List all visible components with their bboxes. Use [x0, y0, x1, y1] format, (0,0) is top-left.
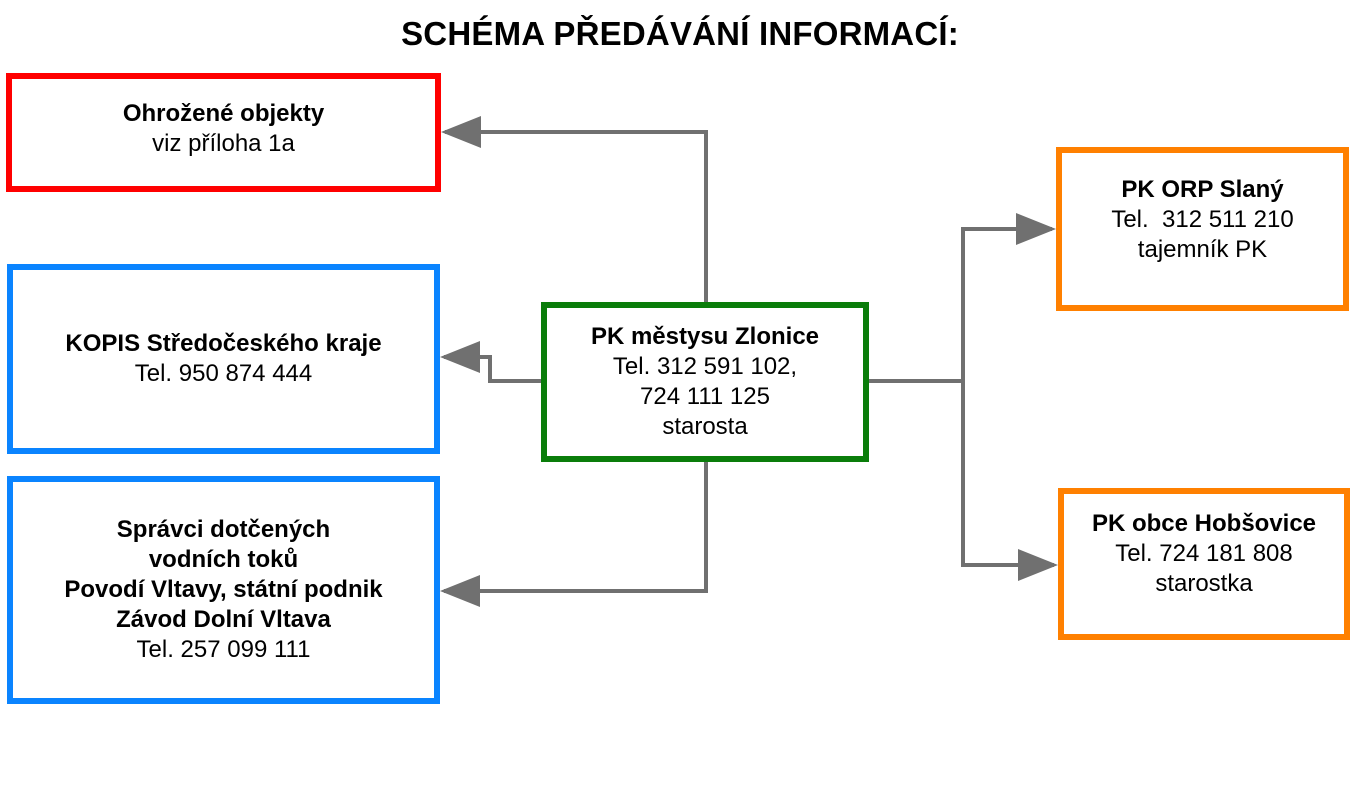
arrow-to-kopis	[440, 341, 541, 383]
node-river-administrators-line4: Závod Dolní Vltava	[116, 606, 331, 633]
node-kopis-name: KOPIS Středočeského kraje	[65, 330, 382, 357]
node-river-administrators-phone: Tel. 257 099 111	[136, 636, 311, 663]
arrow-to-orp	[961, 213, 1056, 381]
node-center-zlonice: PK městysu Zlonice Tel. 312 591 102, 724…	[541, 302, 869, 462]
node-orp-role: tajemník PK	[1137, 236, 1268, 263]
arrow-to-hobsovice	[961, 381, 1058, 581]
node-threatened-objects: Ohrožené objekty viz příloha 1a	[6, 73, 441, 192]
node-center-name: PK městysu Zlonice	[590, 323, 820, 350]
node-threatened-objects-detail: viz příloha 1a	[152, 129, 295, 157]
node-orp-name: PK ORP Slaný	[1121, 176, 1284, 203]
node-hobsovice-name: PK obce Hobšovice	[1091, 510, 1317, 537]
node-river-administrators-line3: Povodí Vltavy, státní podnik	[64, 576, 383, 603]
node-threatened-objects-name: Ohrožené objekty	[122, 99, 325, 127]
arrow-to-spravci	[440, 462, 708, 607]
node-hobsovice-role: starostka	[1155, 570, 1253, 597]
node-river-administrators-line2: vodních toků	[148, 546, 299, 573]
node-orp-slany: PK ORP Slaný Tel. 312 511 210 tajemník P…	[1056, 147, 1349, 311]
node-orp-phone: Tel. 312 511 210	[1111, 206, 1294, 233]
node-center-phone2: 724 111 125	[640, 383, 770, 410]
node-kopis-phone: Tel. 950 874 444	[134, 360, 313, 387]
arrow-to-ohrozene	[441, 116, 708, 302]
node-center-role: starosta	[662, 413, 748, 440]
node-river-administrators-line1: Správci dotčených	[116, 516, 331, 543]
node-center-phone1: Tel. 312 591 102,	[612, 353, 798, 380]
node-river-administrators: Správci dotčených vodních toků Povodí Vl…	[7, 476, 440, 704]
node-kopis: KOPIS Středočeského kraje Tel. 950 874 4…	[7, 264, 440, 454]
node-hobsovice-phone: Tel. 724 181 808	[1115, 540, 1293, 567]
diagram-title: SCHÉMA PŘEDÁVÁNÍ INFORMACÍ:	[401, 15, 959, 52]
node-hobsovice: PK obce Hobšovice Tel. 724 181 808 staro…	[1058, 488, 1350, 640]
